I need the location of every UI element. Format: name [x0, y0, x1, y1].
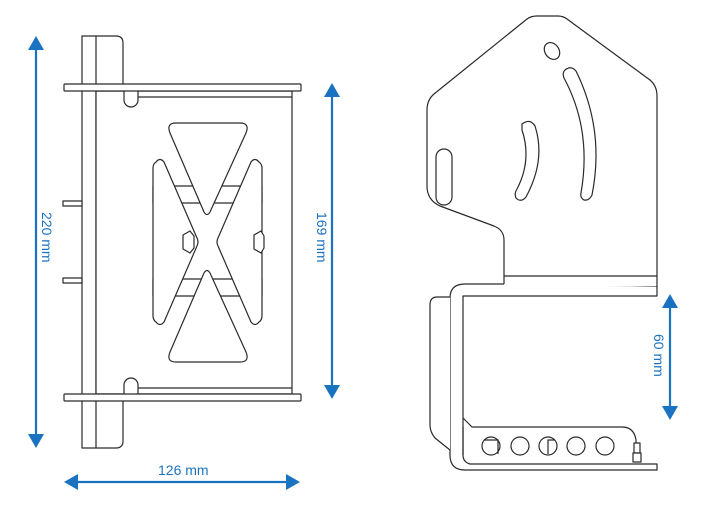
label-60: 60 mm [651, 334, 667, 377]
hole [566, 436, 586, 456]
label-220: 220 mm [39, 212, 55, 263]
dimension-60 [662, 294, 678, 420]
clamp-pad [429, 296, 451, 451]
side-view [426, 15, 658, 471]
bottom-triangle-cutout [168, 269, 248, 363]
label-169: 169 mm [314, 212, 330, 263]
front-view [62, 35, 302, 449]
pin-bottom [62, 277, 83, 284]
slot-small [543, 42, 561, 60]
right-side-cutout [216, 158, 263, 326]
screw-icon [633, 442, 641, 454]
dimension-126 [64, 474, 300, 490]
bottom-flange [63, 393, 302, 402]
top-flange [63, 83, 302, 92]
nut-icon [182, 230, 195, 254]
label-126: 126 mm [158, 462, 209, 478]
dimension-169 [324, 83, 340, 399]
left-side-cutout [152, 158, 199, 326]
top-triangle-cutout [168, 122, 248, 216]
hole [595, 436, 615, 456]
nut-icon [632, 452, 642, 463]
dimension-220 [28, 36, 44, 448]
slot-vertical [435, 148, 453, 206]
nut-icon [253, 230, 265, 254]
pin-top [62, 200, 83, 207]
hole [481, 436, 501, 456]
u-clamp [449, 283, 658, 471]
side-plate [426, 15, 658, 288]
arc-slot-outer [562, 67, 597, 201]
hole [510, 436, 530, 456]
adjustment-holes [481, 436, 615, 456]
arc-slot-inner [514, 120, 540, 201]
